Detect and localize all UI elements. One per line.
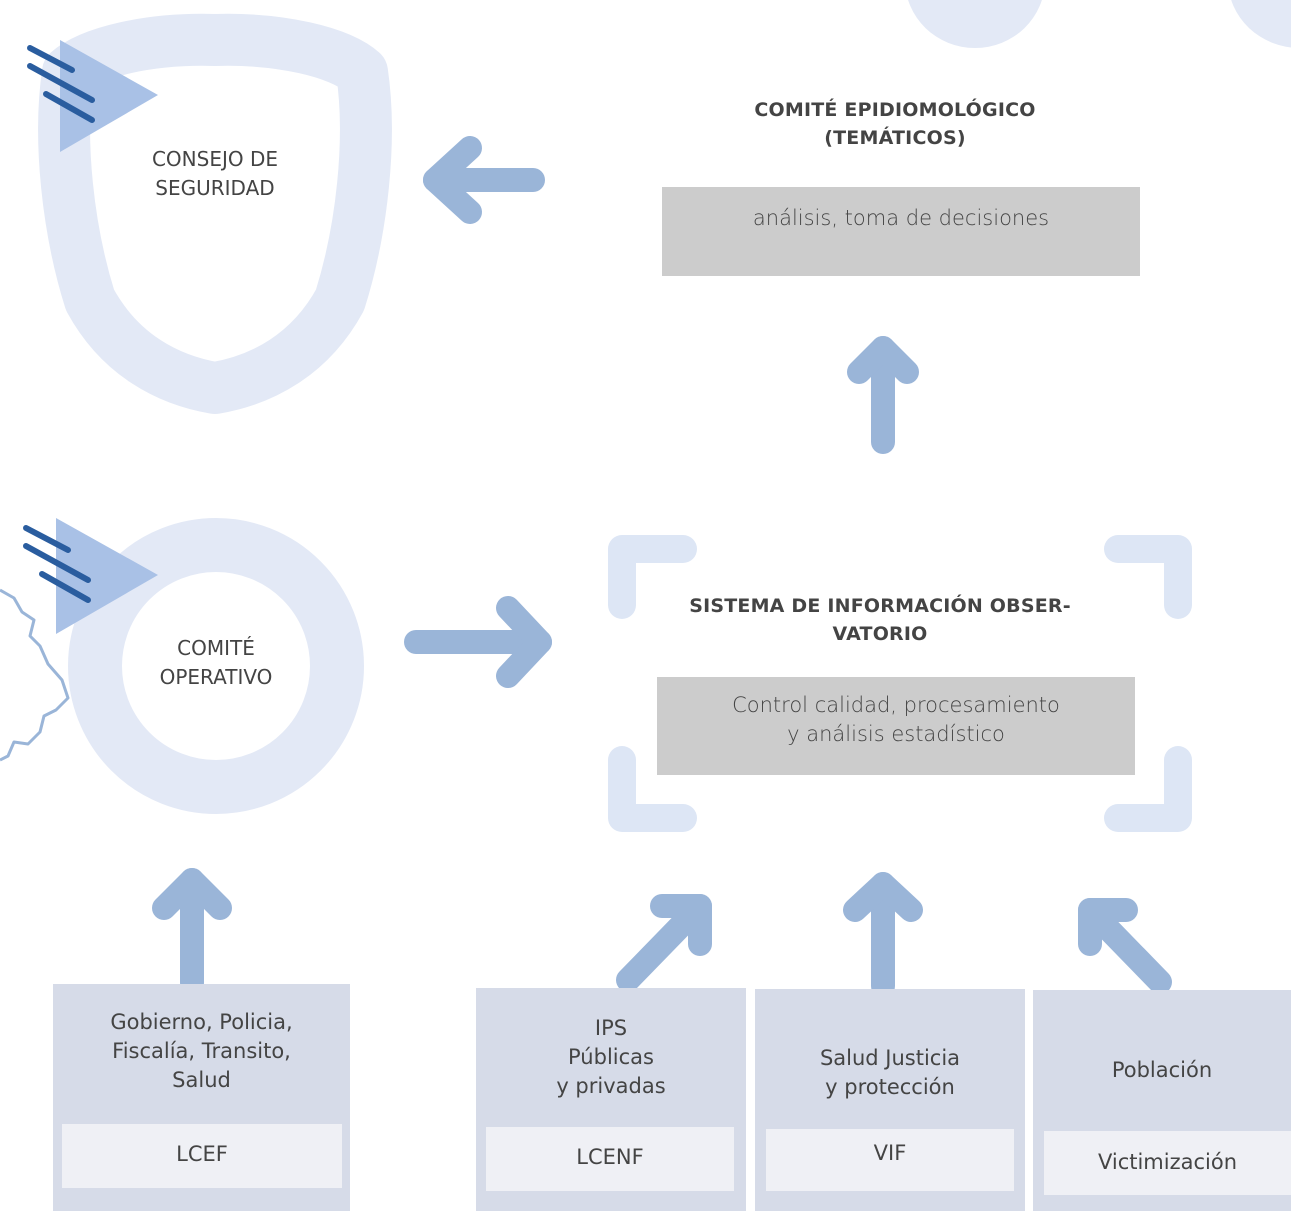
source-sub-box: LCENF <box>486 1127 734 1191</box>
source-text: Salud Justicia y protección <box>819 1046 961 1099</box>
arrow-up-icon <box>152 868 232 995</box>
source-sub-box: Victimización <box>1044 1131 1291 1195</box>
comite-epidemiologico-box: análisis, toma de decisiones <box>662 187 1140 276</box>
play-triangle-icon <box>60 40 158 152</box>
source-text: IPS Públicas y privadas <box>556 1016 666 1098</box>
map-outline-icon <box>0 588 70 762</box>
sistema-title: SISTEMA DE INFORMACIÓN OBSER- VATORIO <box>689 595 1071 645</box>
source-sub-text: LCENF <box>576 1145 644 1169</box>
comite-operativo-label: COMITÉ OPERATIVO <box>159 636 273 689</box>
sistema-box-text: Control calidad, procesamiento y análisi… <box>732 693 1060 746</box>
sistema-box: Control calidad, procesamiento y análisi… <box>657 677 1135 775</box>
source-sub-text: Victimización <box>1097 1150 1238 1174</box>
speed-lines-icon <box>23 525 91 603</box>
ring-icon <box>68 518 364 814</box>
arrow-left-icon <box>423 136 545 224</box>
source-sub-text: LCEF <box>176 1142 228 1166</box>
source-sub-box: LCEF <box>62 1124 342 1188</box>
source-panel-gobierno: Gobierno, Policia, Fiscalía, Transito, S… <box>53 984 350 1211</box>
consejo-label: CONSEJO DE SEGURIDAD <box>151 147 279 200</box>
arrow-up-icon <box>843 872 923 998</box>
speed-lines-icon <box>27 45 95 123</box>
arrow-up-right-icon <box>616 894 712 992</box>
decor-blob-2 <box>1231 0 1291 48</box>
source-text: Población <box>1111 1058 1213 1082</box>
source-panel-ips: IPS Públicas y privadas LCENF <box>476 988 746 1211</box>
frame-corners <box>608 535 1192 832</box>
source-sub-box: VIF <box>766 1129 1014 1191</box>
arrow-up-left-icon <box>1078 898 1172 994</box>
play-triangle-icon <box>56 518 158 634</box>
source-sub-text: VIF <box>873 1141 907 1165</box>
comite-epidemiologico-title: COMITÉ EPIDIOMOLÓGICO (TEMÁTICOS) <box>754 99 1036 149</box>
source-text: Gobierno, Policia, Fiscalía, Transito, S… <box>110 1010 293 1092</box>
arrows <box>152 136 1172 998</box>
decor-blob-1 <box>908 0 1042 48</box>
arrow-right-icon <box>404 596 552 688</box>
arrow-up-icon <box>847 336 919 454</box>
source-panel-poblacion: Población Victimización <box>1033 990 1291 1211</box>
comite-epidemiologico-box-text: análisis, toma de decisiones <box>752 206 1050 230</box>
source-panel-salud: Salud Justicia y protección VIF <box>755 989 1025 1211</box>
